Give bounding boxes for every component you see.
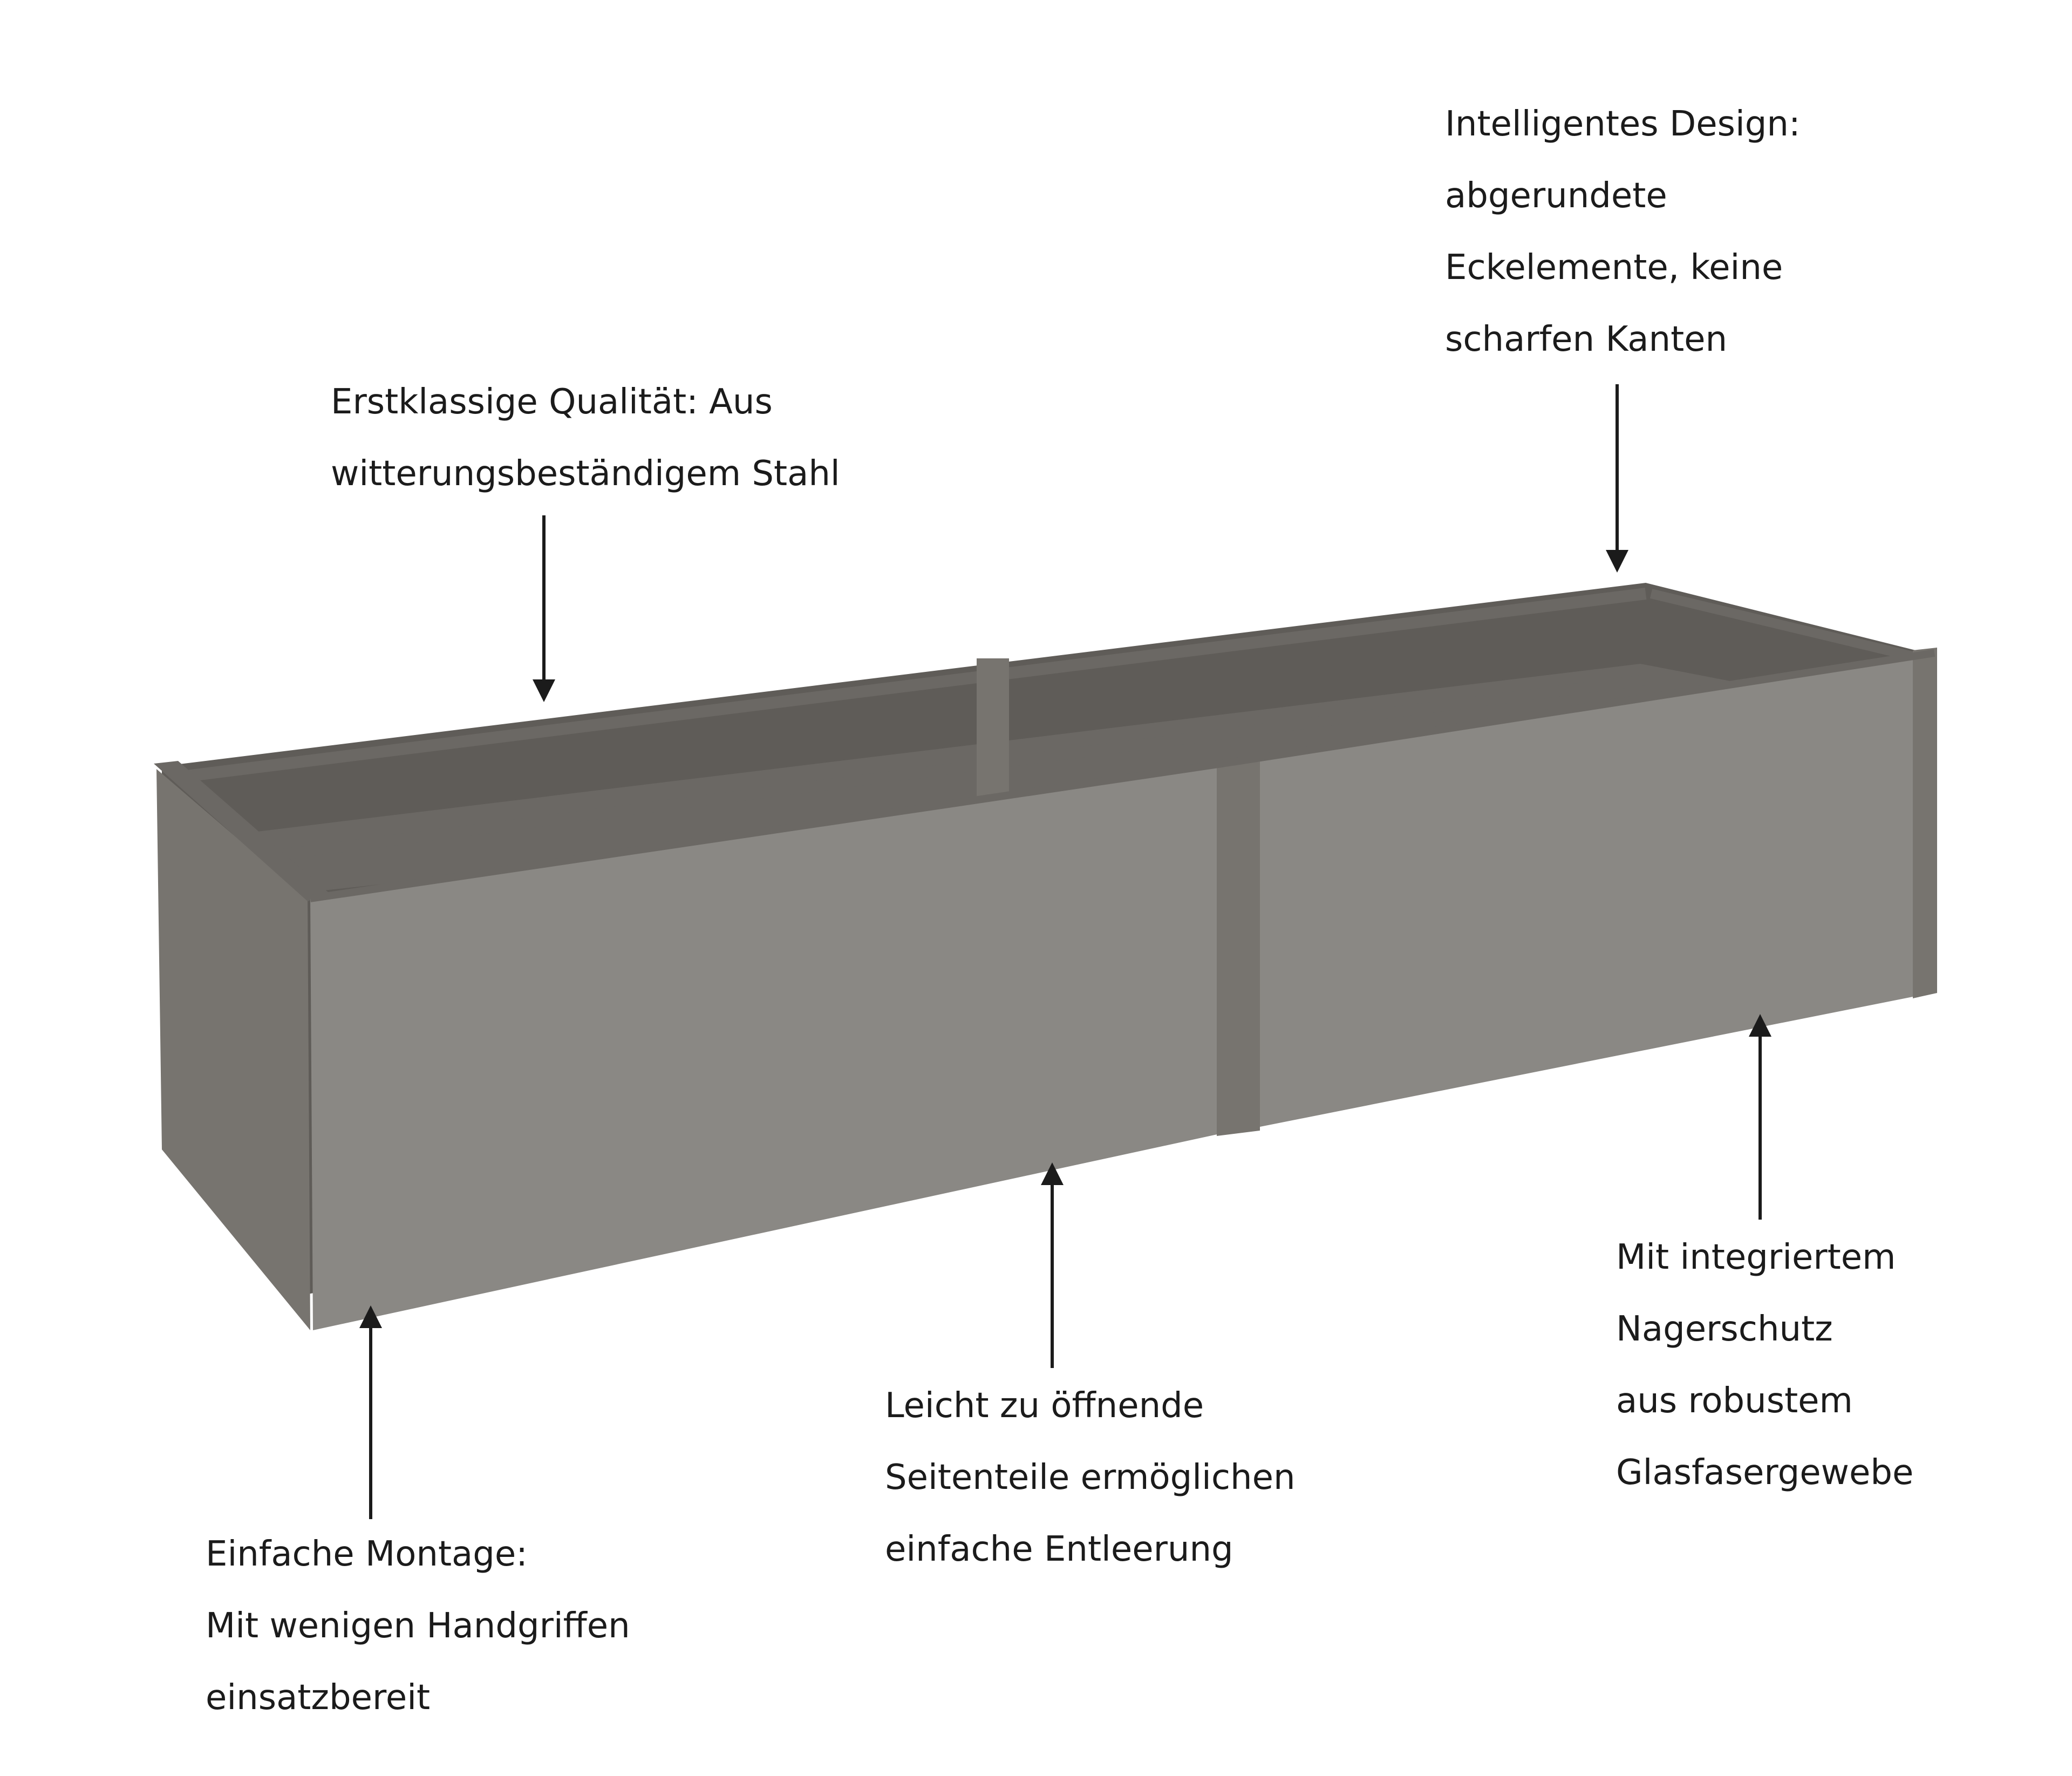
assembly-line-3: einsatzbereit — [206, 1678, 431, 1718]
quality-line-2: witterungsbeständigem Stahl — [331, 454, 840, 494]
back-rail-mid — [253, 675, 1647, 863]
design-line-2: abgerundete — [1445, 176, 1667, 216]
assembly-line-1: Einfache Montage: — [206, 1534, 528, 1574]
center-divider-post — [977, 658, 1009, 799]
left-top-rim — [154, 761, 329, 901]
rodent-callout: Mit integriertem Nagerschutz aus robuste… — [1616, 1222, 1913, 1509]
right-corner-post — [1913, 648, 1937, 998]
front-panel-right — [1255, 653, 1934, 1128]
front-top-rim — [309, 649, 1935, 902]
emptying-line-3: einfache Entleerung — [885, 1529, 1233, 1569]
emptying-line-1: Leicht zu öffnende — [885, 1386, 1204, 1426]
rodent-line-3: aus robustem — [1616, 1381, 1853, 1421]
rodent-line-1: Mit integriertem — [1616, 1237, 1896, 1277]
rodent-line-4: Glasfasergewebe — [1616, 1453, 1914, 1493]
emptying-callout: Leicht zu öffnende Seitenteile ermöglich… — [885, 1370, 1296, 1586]
left-side-wall — [156, 769, 310, 1330]
rodent-line-2: Nagerschutz — [1616, 1309, 1833, 1349]
assembly-line-2: Mit wenigen Handgriffen — [206, 1606, 630, 1646]
quality-callout: Erstklassige Qualität: Aus witterungsbes… — [331, 366, 840, 510]
emptying-line-2: Seitenteile ermöglichen — [885, 1458, 1296, 1498]
callout-arrows — [359, 384, 1771, 1519]
design-line-1: Intelligentes Design: — [1445, 104, 1801, 144]
assembly-callout: Einfache Montage: Mit wenigen Handgriffe… — [206, 1519, 630, 1734]
design-callout: Intelligentes Design: abgerundete Eckele… — [1445, 89, 1801, 376]
back-rail-top — [177, 588, 1647, 783]
front-panel-left — [310, 764, 1222, 1330]
side-rail-top — [1650, 589, 1923, 663]
quality-line-1: Erstklassige Qualität: Aus — [331, 382, 773, 422]
front-joint-post — [1217, 756, 1260, 1136]
design-line-4: scharfen Kanten — [1445, 319, 1728, 359]
design-line-3: Eckelemente, keine — [1445, 248, 1783, 288]
raised-bed — [154, 583, 1937, 1330]
